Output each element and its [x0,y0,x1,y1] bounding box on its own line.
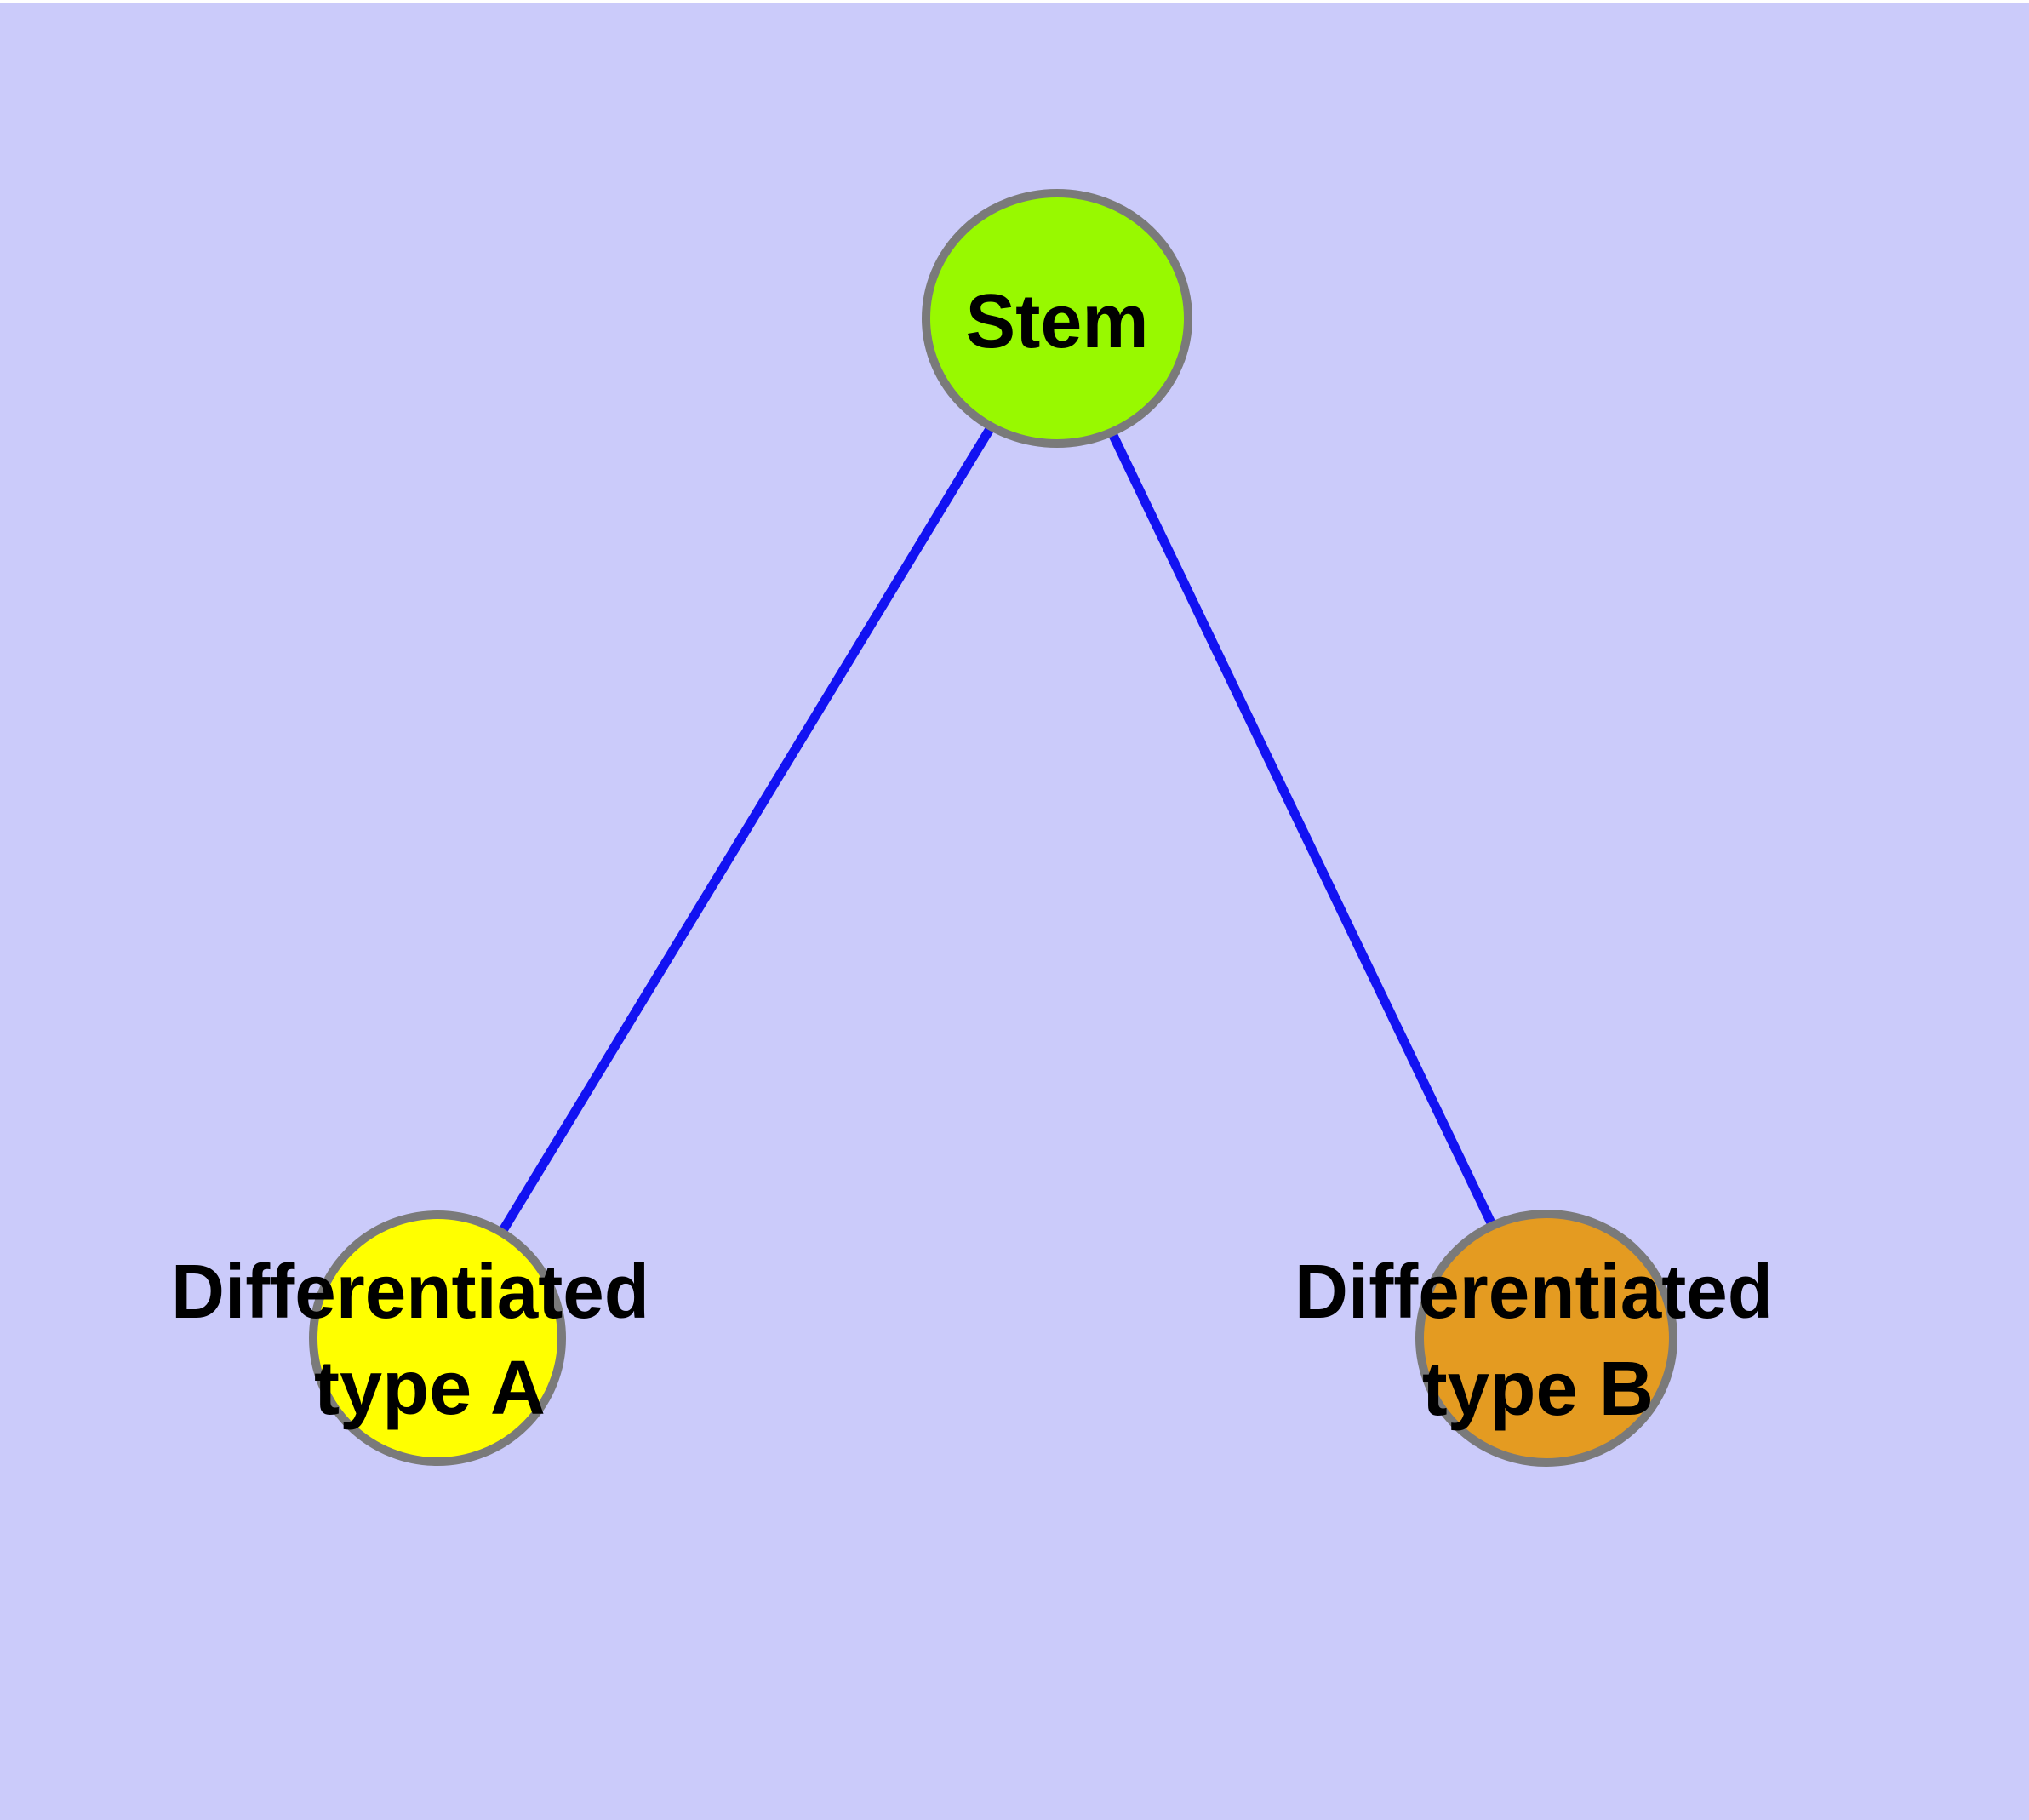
edge-stem-to-type-a [433,316,1061,1341]
stem-node-label: Stem [966,279,1149,364]
edge-group [433,316,1551,1341]
edge-stem-to-type-b [1053,316,1551,1341]
node-group [309,189,1677,1467]
window-top-edge [0,0,2029,3]
type-b-node-label-line1: Differentiated [1295,1250,1773,1335]
type-a-node-label-line1: Differentiated [171,1250,649,1335]
node-differentiated-type-b [1415,1210,1677,1467]
type-b-node-label-line2: type B [1422,1347,1654,1432]
node-stem [922,189,1192,448]
node-differentiated-type-a [309,1210,566,1466]
type-a-node-label-line2: type A [314,1346,546,1431]
label-group: Stem Differentiated type A Differentiate… [171,279,1773,1432]
